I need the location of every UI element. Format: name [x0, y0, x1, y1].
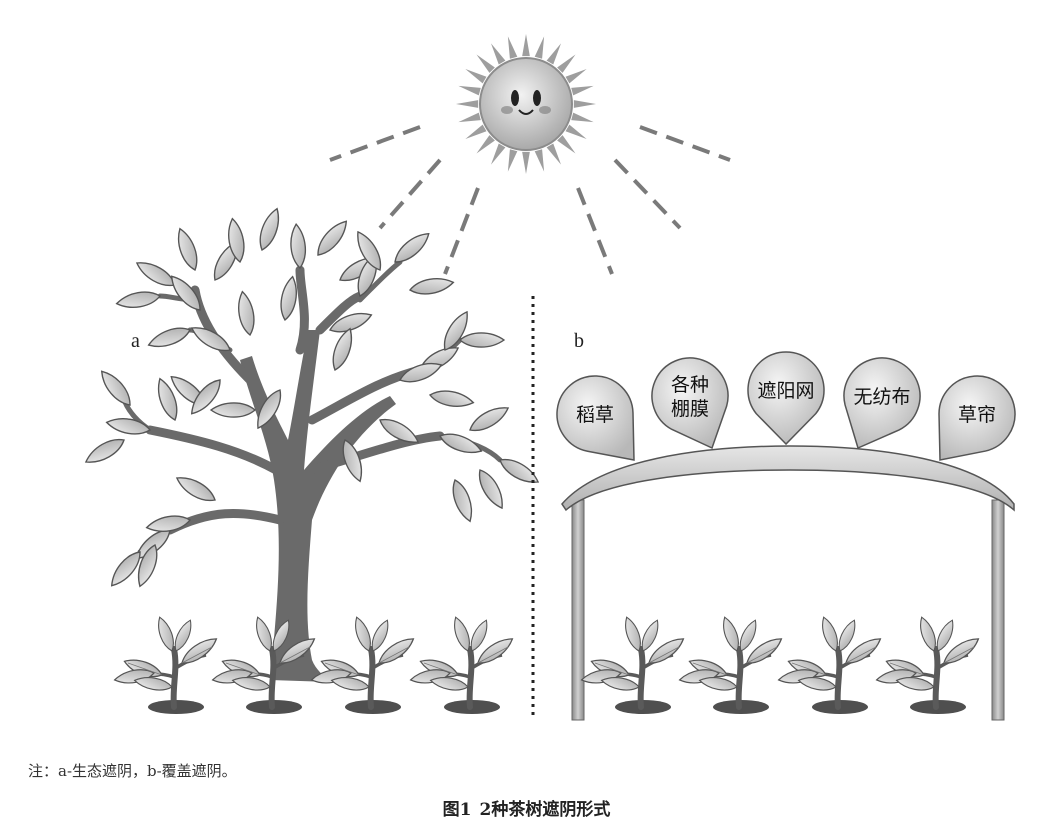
sun-ray	[465, 69, 487, 84]
tree-leaf	[114, 288, 162, 312]
sun-ray	[534, 149, 545, 172]
sun-ray	[573, 100, 596, 108]
sun-ray	[507, 36, 518, 59]
tag-label: 遮阳网	[757, 380, 814, 402]
tree-leaf	[288, 222, 308, 270]
tree-leaf	[234, 289, 258, 337]
sun-ray	[476, 135, 495, 154]
tag-bubble	[556, 375, 635, 461]
tree-leaf	[172, 471, 220, 507]
tree-leaf	[459, 332, 505, 348]
caption-number: 图1	[442, 800, 472, 820]
caption-text: 2种茶树遮阴形式	[479, 800, 611, 820]
tag-label: 各种	[671, 374, 709, 396]
tea-seedling	[410, 615, 517, 714]
cover-material-tag: 遮阳网	[747, 351, 825, 446]
tree-leaf	[132, 256, 180, 292]
tree-leaf	[95, 366, 137, 411]
tag-bubble	[651, 357, 729, 450]
tea-seedling	[778, 615, 885, 714]
cover-material-tag: 稻草	[556, 375, 635, 461]
sun-ray	[546, 43, 561, 65]
sunbeams	[329, 125, 731, 275]
tree-leaf	[144, 512, 192, 536]
tag-label: 稻草	[576, 404, 614, 426]
tag-bubble	[843, 357, 921, 450]
tea-seedlings	[114, 615, 983, 714]
tag-label: 草帘	[958, 404, 996, 426]
tag-bubble	[747, 351, 825, 446]
tree-leaf	[145, 322, 194, 353]
sun-ray	[565, 124, 587, 139]
tree-leaf	[465, 401, 513, 437]
sun-ray	[491, 143, 506, 165]
tea-seedling	[581, 615, 688, 714]
tea-seedling	[311, 615, 418, 714]
sun-ray	[534, 36, 545, 59]
sun-ray	[571, 112, 594, 123]
shade-tree	[81, 205, 543, 682]
figure-caption: 图1 2种茶树遮阴形式	[0, 795, 1053, 820]
tree-leaf	[327, 325, 358, 374]
figure-note: 注：a-生态遮阴，b-覆盖遮阴。	[28, 762, 237, 780]
cover-material-tag: 无纺布	[843, 357, 921, 450]
sun-ray	[571, 85, 594, 96]
tag-bubble	[938, 375, 1016, 461]
cover-material-tag: 草帘	[938, 375, 1016, 461]
tree-leaf	[428, 387, 476, 411]
tree-leaf	[254, 205, 285, 254]
sun-ray	[557, 54, 576, 73]
tree-leaf	[408, 274, 456, 298]
tea-seedling	[876, 615, 983, 714]
sun-ray	[557, 135, 576, 154]
panel-label-a: a	[131, 330, 140, 352]
tree-leaf	[473, 465, 509, 513]
tree-leaf	[389, 227, 434, 269]
sun-ray	[507, 149, 518, 172]
sun-ray	[465, 124, 487, 139]
tree-leaf	[172, 225, 203, 274]
tea-seedling	[679, 615, 786, 714]
sun-ray	[522, 34, 530, 57]
tree-leaf	[311, 216, 353, 261]
tea-seedling	[114, 615, 221, 714]
sun-ray	[458, 112, 481, 123]
sun-ray	[546, 143, 561, 165]
tree-leaf	[447, 476, 478, 525]
sun-ray	[458, 85, 481, 96]
sun-icon	[456, 34, 596, 174]
tag-label: 棚膜	[671, 398, 709, 420]
sun-ray	[491, 43, 506, 65]
tag-label: 无纺布	[853, 386, 910, 408]
sun-ray	[522, 151, 530, 174]
sun-ray	[476, 54, 495, 73]
tree-leaf	[210, 402, 256, 418]
tree-leaf	[495, 453, 543, 489]
tree-leaf	[104, 414, 152, 438]
panel-label-b: b	[574, 330, 584, 352]
sun-ray	[565, 69, 587, 84]
cover-shed	[561, 445, 1015, 721]
tree-leaf	[81, 433, 129, 469]
sun-ray	[456, 100, 479, 108]
